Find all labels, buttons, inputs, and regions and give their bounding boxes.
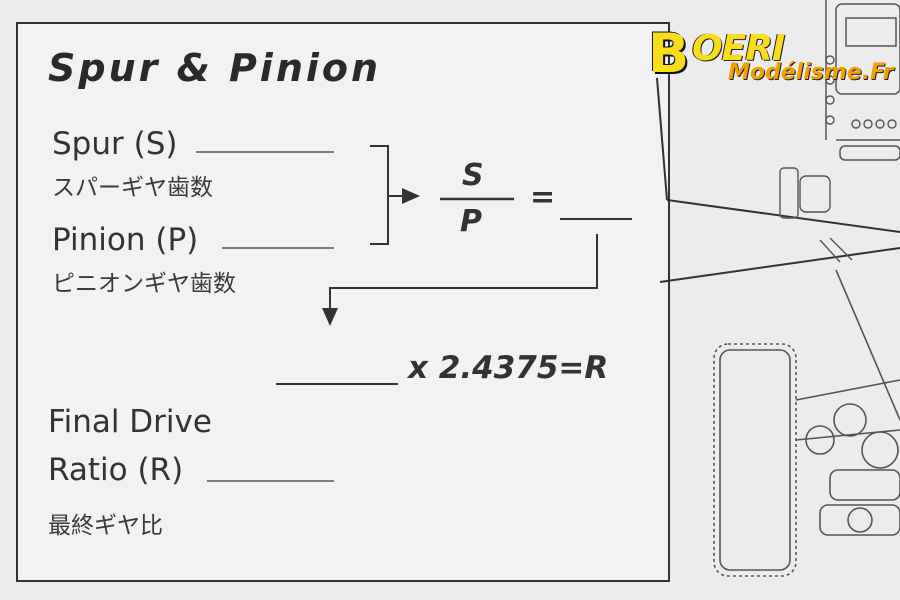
logo-subtitle: Modélisme.Fr — [728, 60, 894, 85]
chassis-holes — [825, 55, 897, 129]
section-title: Spur & Pinion — [48, 46, 382, 90]
callout-line-upper — [666, 199, 900, 233]
pinion-japanese-label: ピニオンギヤ歯数 — [52, 271, 236, 297]
flow-arrow-line — [329, 234, 598, 312]
bracket-arrow-head — [402, 188, 420, 204]
calculation-panel — [16, 22, 670, 582]
fraction-denominator: P — [460, 204, 482, 239]
callout-line-lower — [659, 247, 900, 283]
pinion-label: Pinion (P) — [52, 222, 199, 258]
callout-edge-top — [656, 77, 668, 201]
ratio-label: Ratio (R) — [48, 452, 184, 488]
bracket — [370, 145, 389, 245]
watermark-logo: B OERI Modélisme.Fr — [648, 22, 900, 102]
fraction-equals: = — [530, 180, 556, 215]
gear-illustration — [779, 167, 853, 263]
final-drive-label: Final Drive — [48, 404, 212, 440]
chassis-illustration — [825, 0, 900, 161]
flow-arrow-head — [322, 308, 338, 326]
logo-initial: B — [648, 22, 690, 85]
spur-japanese-label: スパーギヤ歯数 — [52, 175, 213, 201]
fraction-numerator: S — [462, 158, 484, 193]
wheel-illustration — [713, 269, 900, 577]
formula-text: x 2.4375=R — [408, 350, 609, 386]
spur-label: Spur (S) — [52, 126, 178, 162]
logo-name: OERI — [692, 28, 785, 69]
final-ratio-japanese-label: 最終ギヤ比 — [48, 513, 163, 539]
